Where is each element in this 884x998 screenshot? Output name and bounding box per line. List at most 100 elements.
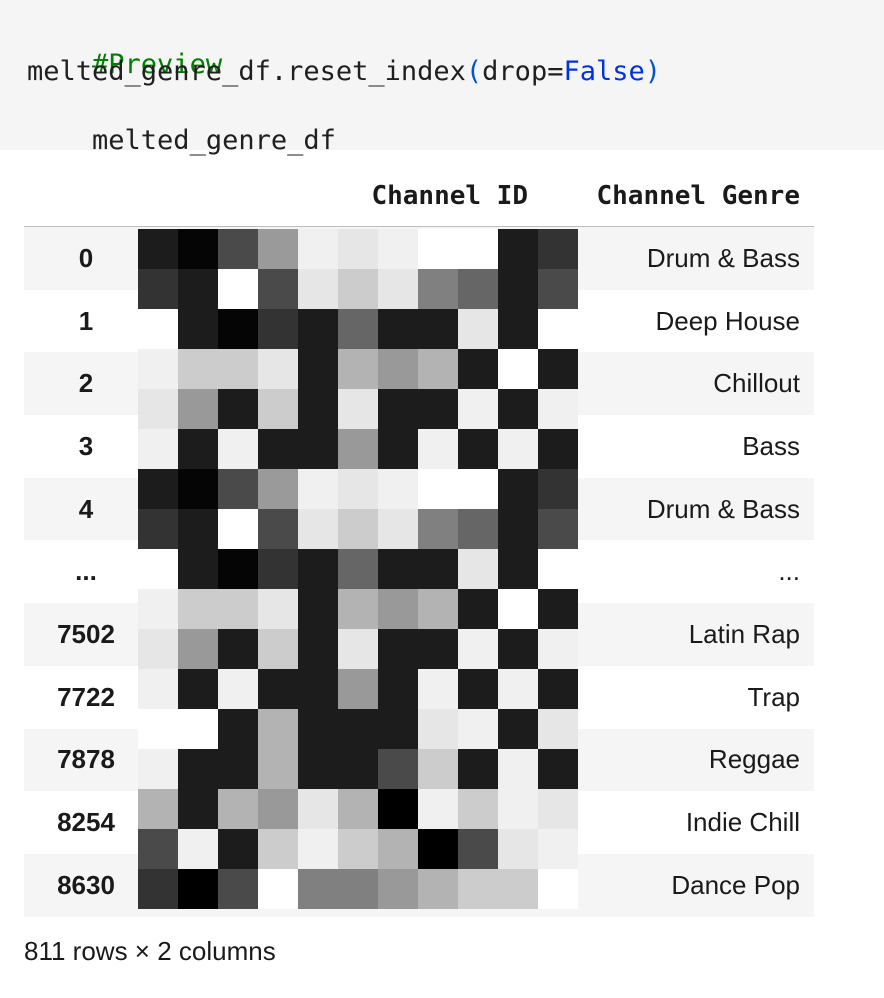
mosaic-block	[418, 509, 458, 549]
mosaic-block	[138, 229, 178, 269]
mosaic-block	[338, 269, 378, 309]
mosaic-block	[458, 309, 498, 349]
mosaic-block	[178, 789, 218, 829]
mosaic-block	[338, 629, 378, 669]
mosaic-block	[218, 749, 258, 789]
channel-genre-cell: Bass	[742, 430, 800, 461]
mosaic-block	[338, 549, 378, 589]
mosaic-block	[538, 389, 578, 429]
mosaic-block	[138, 589, 178, 629]
mosaic-block	[418, 429, 458, 469]
mosaic-block	[418, 389, 458, 429]
channel-genre-cell: Drum & Bass	[646, 242, 800, 273]
mosaic-block	[338, 669, 378, 709]
mosaic-block	[418, 669, 458, 709]
mosaic-block	[258, 429, 298, 469]
mosaic-block	[138, 549, 178, 589]
mosaic-block	[538, 669, 578, 709]
row-index: 0	[78, 242, 94, 273]
code-call: melted_genre_df.reset_index	[27, 56, 466, 87]
mosaic-block	[338, 749, 378, 789]
mosaic-block	[138, 429, 178, 469]
mosaic-block	[378, 509, 418, 549]
mosaic-block	[138, 869, 178, 909]
mosaic-block	[178, 829, 218, 869]
mosaic-block	[258, 229, 298, 269]
mosaic-block	[258, 829, 298, 869]
mosaic-block	[378, 629, 418, 669]
row-count-footer: 811 rows × 2 columns	[24, 936, 276, 966]
row-index: 7878	[57, 744, 115, 775]
channel-genre-cell: ...	[778, 556, 800, 587]
mosaic-block	[258, 789, 298, 829]
mosaic-block	[458, 549, 498, 589]
channel-genre-cell: Trap	[747, 681, 801, 712]
mosaic-block	[178, 669, 218, 709]
mosaic-block	[218, 549, 258, 589]
row-index: 2	[78, 368, 94, 399]
code-cell[interactable]: #Preview melted_genre_df.reset_index(dro…	[0, 0, 884, 156]
mosaic-block	[378, 589, 418, 629]
channel-genre-cell: Latin Rap	[688, 618, 800, 649]
mosaic-block	[378, 349, 418, 389]
mosaic-block	[418, 309, 458, 349]
mosaic-block	[218, 829, 258, 869]
mosaic-block	[298, 349, 338, 389]
mosaic-block	[458, 469, 498, 509]
mosaic-block	[458, 429, 498, 469]
mosaic-block	[258, 869, 298, 909]
mosaic-block	[298, 829, 338, 869]
mosaic-block	[418, 269, 458, 309]
channel-genre-cell: Drum & Bass	[646, 493, 800, 524]
mosaic-block	[458, 829, 498, 869]
row-index: 8254	[57, 807, 115, 838]
mosaic-block	[538, 509, 578, 549]
mosaic-block	[458, 789, 498, 829]
mosaic-block	[218, 869, 258, 909]
mosaic-block	[418, 549, 458, 589]
mosaic-block	[138, 389, 178, 429]
mosaic-block	[258, 349, 298, 389]
mosaic-block	[298, 669, 338, 709]
mosaic-block	[538, 789, 578, 829]
mosaic-block	[298, 509, 338, 549]
mosaic-block	[298, 589, 338, 629]
mosaic-block	[258, 309, 298, 349]
mosaic-block	[458, 229, 498, 269]
mosaic-block	[538, 229, 578, 269]
row-index: 7722	[57, 681, 115, 712]
mosaic-block	[298, 749, 338, 789]
mosaic-block	[258, 709, 298, 749]
mosaic-block	[138, 349, 178, 389]
mosaic-block	[458, 269, 498, 309]
mosaic-block	[538, 709, 578, 749]
mosaic-block	[378, 789, 418, 829]
mosaic-block	[218, 269, 258, 309]
mosaic-block	[138, 709, 178, 749]
mosaic-block	[258, 269, 298, 309]
mosaic-block	[218, 509, 258, 549]
row-index: 3	[78, 430, 94, 461]
mosaic-block	[138, 629, 178, 669]
mosaic-block	[538, 589, 578, 629]
code-keyword: False	[563, 56, 645, 87]
mosaic-block	[138, 509, 178, 549]
mosaic-block	[378, 469, 418, 509]
mosaic-block	[298, 429, 338, 469]
row-index: 7502	[57, 618, 115, 649]
mosaic-block	[298, 709, 338, 749]
mosaic-block	[338, 309, 378, 349]
mosaic-block	[378, 429, 418, 469]
mosaic-block	[138, 829, 178, 869]
mosaic-block	[218, 429, 258, 469]
mosaic-block	[538, 269, 578, 309]
code-open-paren: (	[465, 56, 483, 87]
mosaic-block	[338, 789, 378, 829]
mosaic-block	[498, 709, 538, 749]
mosaic-block	[178, 509, 218, 549]
mosaic-block	[498, 829, 538, 869]
mosaic-block	[378, 869, 418, 909]
table-header-row: Channel ID Channel Genre	[24, 166, 814, 227]
mosaic-block	[298, 629, 338, 669]
mosaic-block	[218, 629, 258, 669]
